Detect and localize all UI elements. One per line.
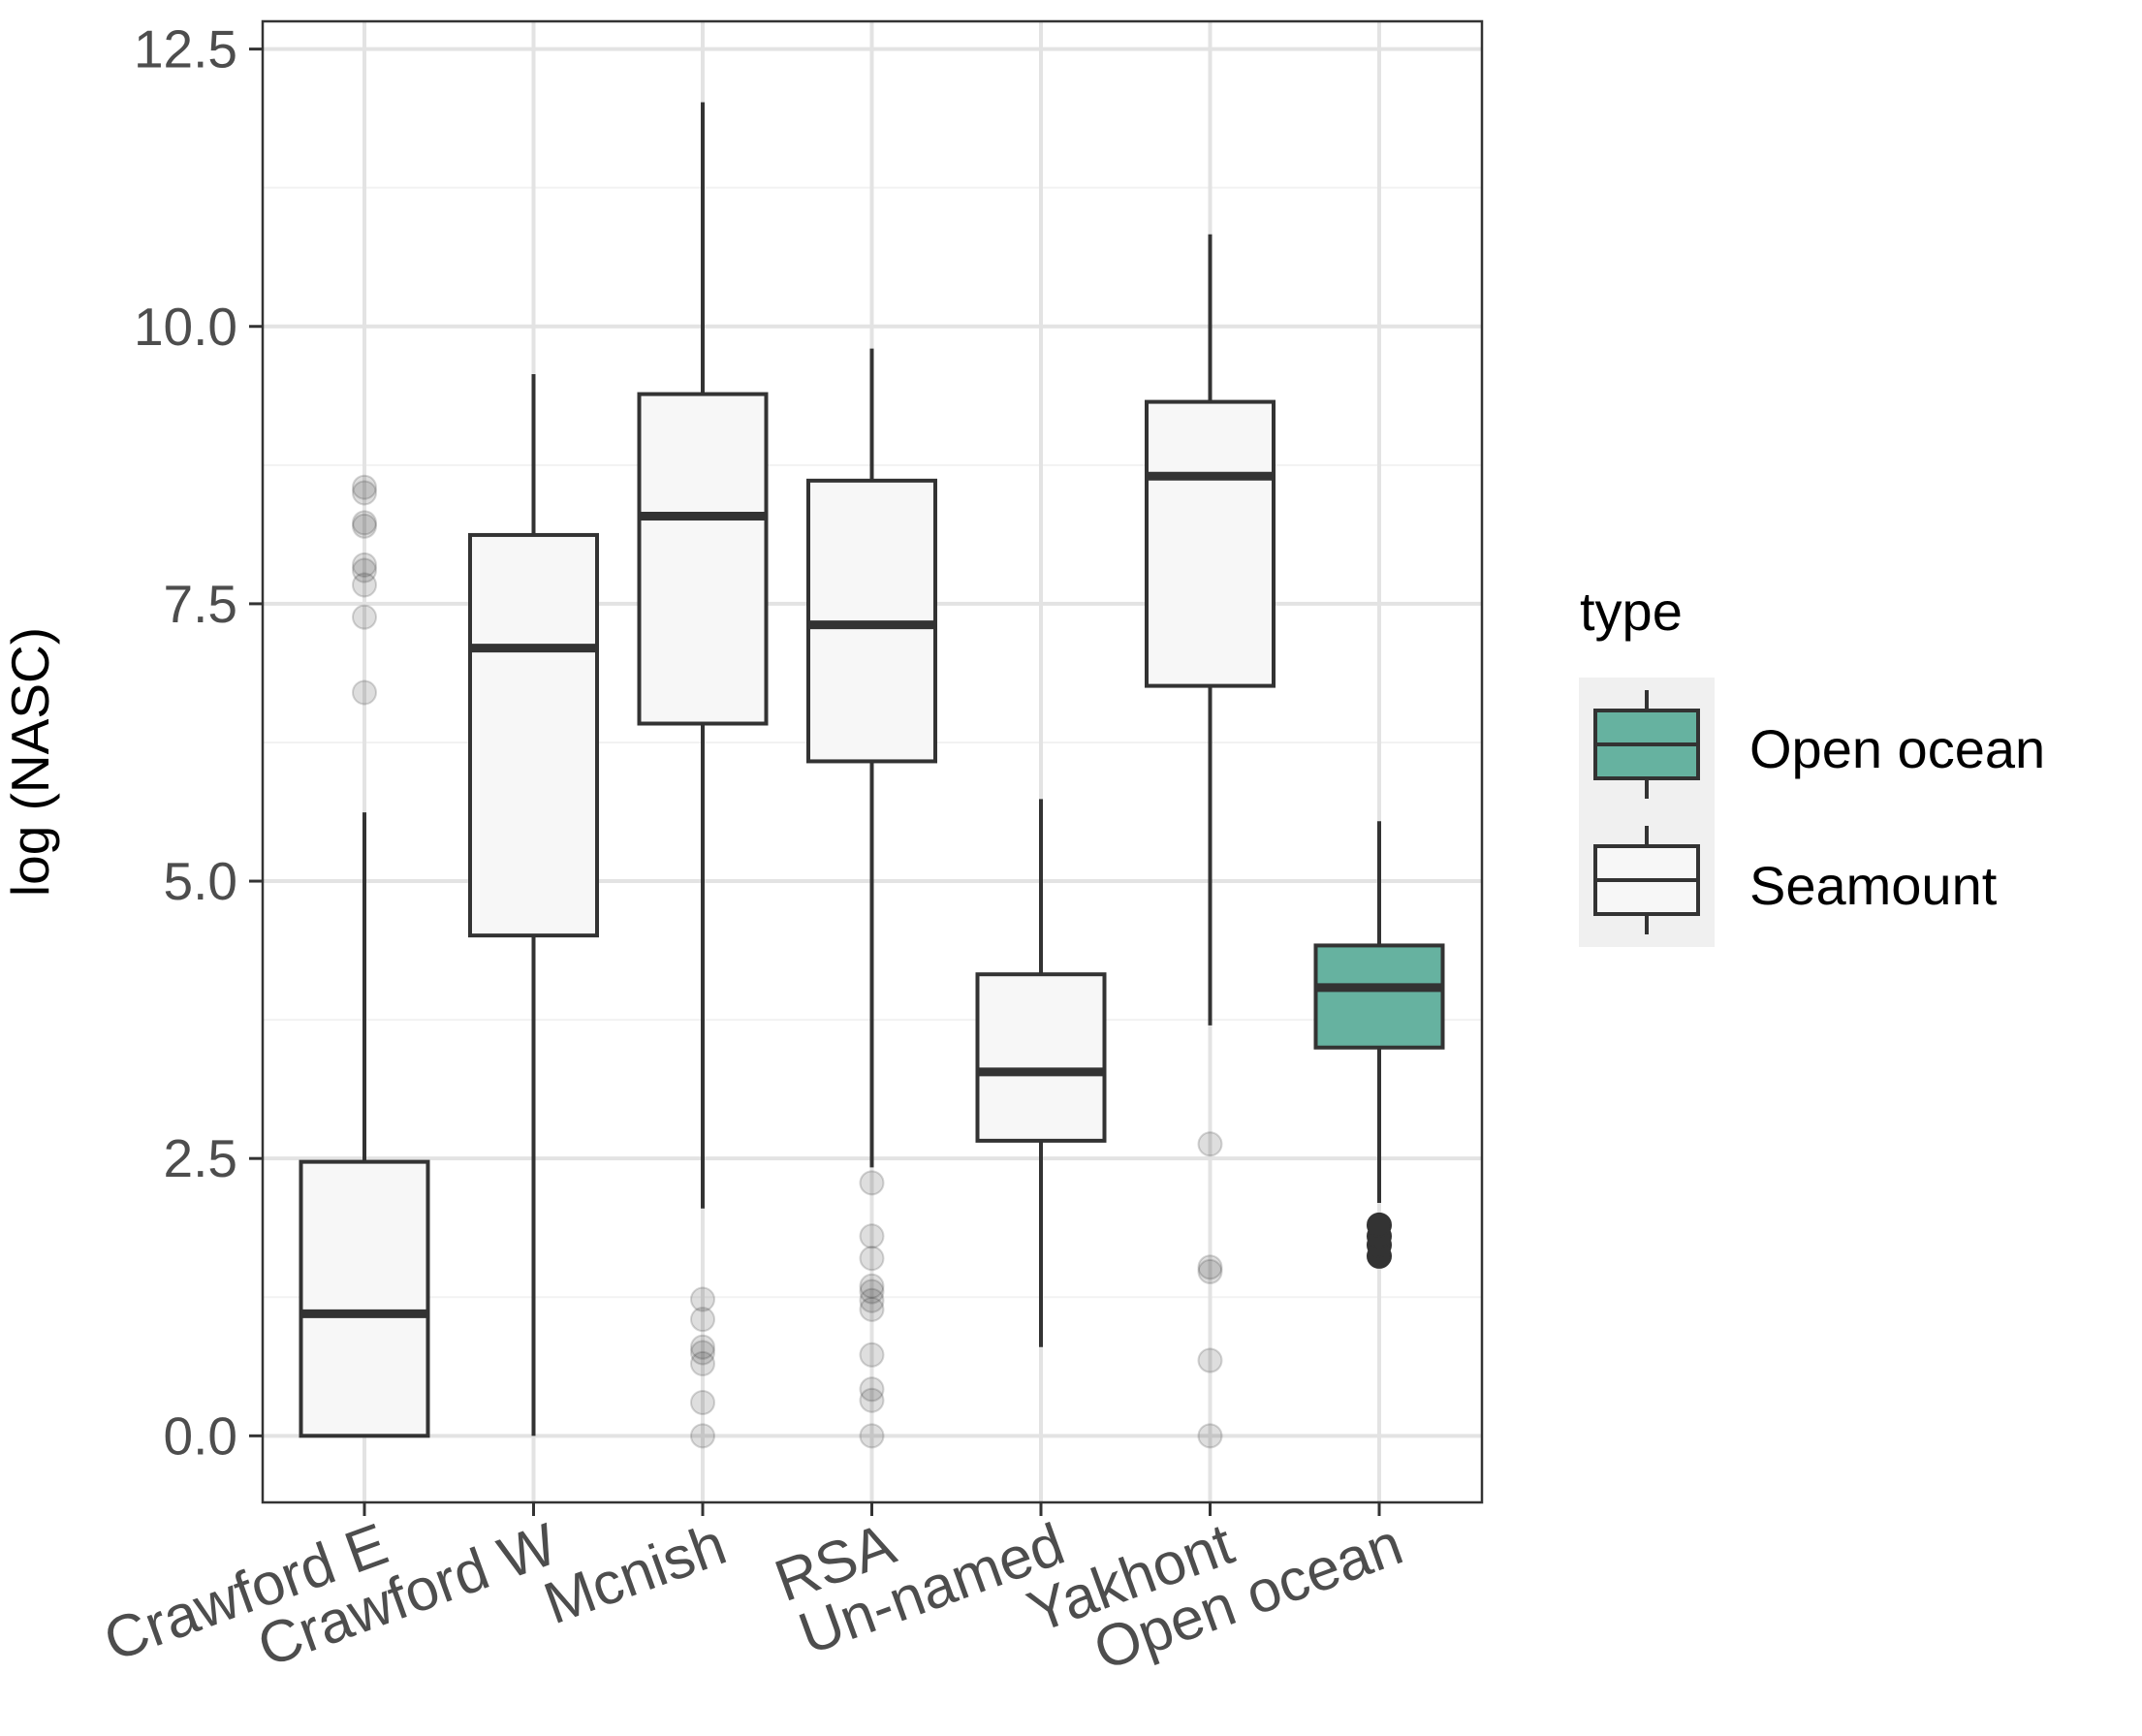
outlier-point: [859, 1341, 885, 1368]
outlier-point: [352, 572, 377, 598]
y-axis-title: log (NASC): [0, 627, 60, 897]
outlier-point: [859, 1287, 885, 1313]
box-open-ocean: [1313, 821, 1445, 1269]
outlier-point: [1197, 1254, 1223, 1280]
outlier-point: [352, 604, 377, 630]
legend-keys: [1593, 690, 1700, 934]
y-tick-label: 5.0: [164, 851, 237, 911]
y-tick-label: 10.0: [134, 297, 237, 357]
box-crawford-e: [299, 474, 430, 1438]
box-crawford-w: [468, 373, 599, 1436]
outlier-point: [352, 552, 377, 578]
y-tick-label: 0.0: [164, 1405, 237, 1466]
box-un-named: [975, 799, 1107, 1347]
box-iqr: [637, 392, 769, 726]
legend-label-open-ocean: Open ocean: [1749, 718, 2045, 779]
legend-title: type: [1580, 581, 1683, 642]
outlier-point: [1197, 1423, 1223, 1449]
outlier-point: [352, 510, 377, 536]
outlier-point: [690, 1389, 715, 1415]
outlier-point: [859, 1273, 885, 1299]
legend: type Open ocean Seamount: [1579, 581, 2045, 947]
legend-label-seamount: Seamount: [1749, 855, 1998, 916]
outlier-point: [1197, 1258, 1223, 1284]
outlier-point: [859, 1296, 885, 1322]
box-yakhont: [1145, 234, 1276, 1449]
outlier-point: [352, 557, 377, 584]
box-iqr: [299, 1159, 430, 1438]
outlier-point: [352, 480, 377, 506]
box-iqr: [975, 972, 1107, 1143]
y-tick-label: 7.5: [164, 574, 237, 634]
y-tick-label: 12.5: [134, 19, 237, 79]
outlier-point: [690, 1307, 715, 1333]
box-iqr: [468, 532, 599, 938]
outlier-point: [690, 1286, 715, 1312]
legend-key-open-ocean: [1593, 690, 1700, 799]
outlier-point: [859, 1423, 885, 1449]
box-mcnish: [637, 102, 769, 1449]
outlier-point: [690, 1423, 715, 1449]
outlier-point: [1197, 1347, 1223, 1373]
boxes: [299, 102, 1445, 1449]
box-iqr: [1145, 399, 1276, 688]
outlier-point: [352, 679, 377, 706]
outlier-point: [690, 1350, 715, 1376]
outlier-point: [690, 1340, 715, 1366]
y-tick-label: 2.5: [164, 1128, 237, 1188]
outlier-point: [859, 1387, 885, 1413]
outlier-point: [859, 1376, 885, 1403]
outlier-point: [859, 1170, 885, 1196]
box-iqr: [1313, 943, 1445, 1050]
outlier-point: [352, 474, 377, 500]
box-rsa: [806, 348, 937, 1449]
outlier-point: [859, 1223, 885, 1249]
outlier-point: [690, 1334, 715, 1360]
outlier-point: [352, 513, 377, 539]
outlier-point: [1367, 1212, 1392, 1238]
outlier-point: [859, 1278, 885, 1305]
outlier-point: [859, 1246, 885, 1272]
legend-key-seamount: [1593, 826, 1700, 934]
outlier-point: [1197, 1131, 1223, 1157]
